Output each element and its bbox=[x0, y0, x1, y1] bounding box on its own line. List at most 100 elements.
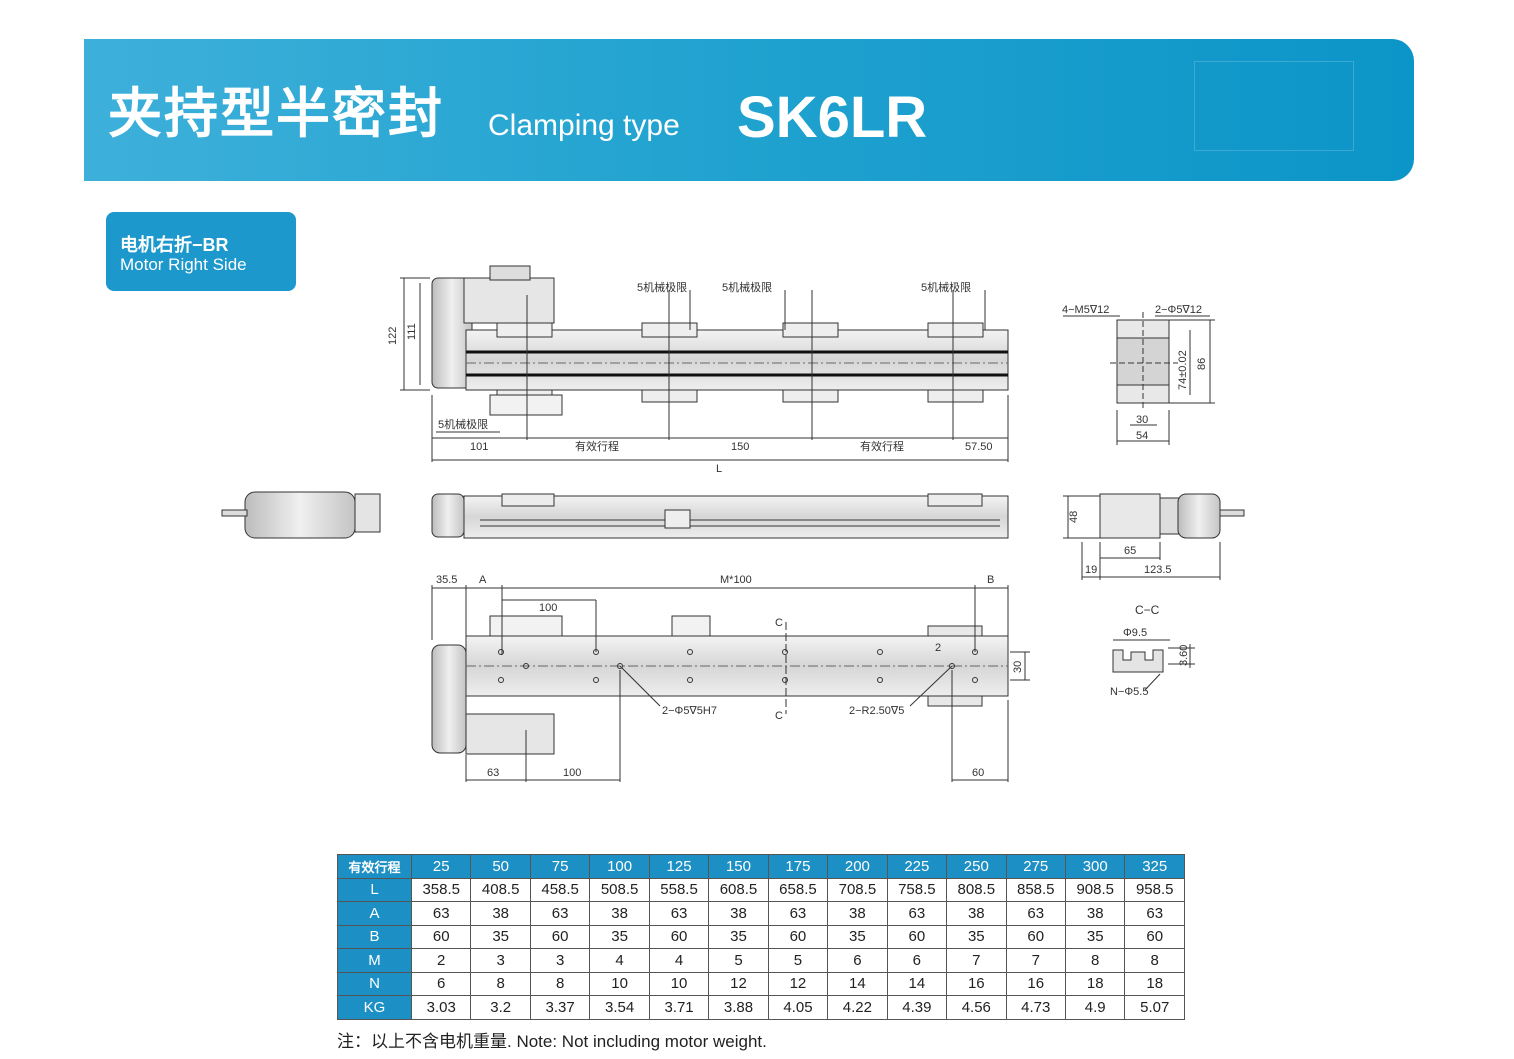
table-cell: 38 bbox=[1064, 901, 1126, 926]
table-cell: 4.39 bbox=[886, 995, 948, 1020]
table-cell: 8 bbox=[1124, 948, 1185, 973]
section-c-c bbox=[1112, 639, 1195, 691]
table-cell: 35 bbox=[1064, 924, 1126, 949]
dim-2: 2 bbox=[935, 642, 941, 654]
table-header-cell: 200 bbox=[827, 854, 888, 879]
table-cell: 5 bbox=[708, 948, 769, 973]
table-cell: 63 bbox=[1124, 901, 1185, 926]
footnote: 注：以上不含电机重量. Note: Not including motor we… bbox=[337, 1032, 767, 1051]
table-cell: 63 bbox=[529, 901, 591, 926]
side-view bbox=[221, 491, 1009, 539]
section-title: C−C bbox=[1135, 603, 1160, 617]
dim-54: 54 bbox=[1136, 430, 1148, 442]
table-cell: 60 bbox=[648, 924, 710, 949]
table-cell: 35 bbox=[708, 924, 769, 949]
label-hole-1: 2−Φ5∇5H7 bbox=[662, 705, 717, 717]
motor-end-view bbox=[1063, 493, 1245, 580]
table-cell: 4.73 bbox=[1005, 995, 1066, 1020]
table-cell: 18 bbox=[1124, 971, 1185, 996]
table-cell: 408.5 bbox=[470, 877, 531, 902]
table-cell: 35 bbox=[946, 924, 1007, 949]
dim-101: 101 bbox=[470, 441, 488, 453]
label-side-holes-2: 2−Φ5∇12 bbox=[1155, 304, 1202, 316]
table-cell: 3 bbox=[470, 948, 531, 973]
table-cell: 3.37 bbox=[529, 995, 591, 1020]
table-cell: 4 bbox=[648, 948, 710, 973]
table-cell: 4.9 bbox=[1064, 995, 1126, 1020]
dim-360: 3.60 bbox=[1178, 645, 1190, 666]
table-cell: 8 bbox=[529, 971, 591, 996]
row-label: M bbox=[337, 948, 412, 973]
label-n-holes: N−Φ5.5 bbox=[1110, 686, 1148, 698]
dim-65: 65 bbox=[1124, 545, 1136, 557]
table-header-cell: 150 bbox=[708, 854, 769, 879]
table-cell: 3.2 bbox=[470, 995, 531, 1020]
table-header-cell: 325 bbox=[1124, 854, 1185, 879]
dim-stroke-1: 有效行程 bbox=[575, 439, 619, 453]
table-cell: 3.54 bbox=[589, 995, 650, 1020]
table-cell: 12 bbox=[708, 971, 769, 996]
table-cell: 18 bbox=[1064, 971, 1126, 996]
table-cell: 63 bbox=[410, 901, 472, 926]
dim-111: 111 bbox=[406, 323, 418, 340]
dim-86: 86 bbox=[1196, 358, 1208, 370]
table-cell: 60 bbox=[886, 924, 948, 949]
table-cell: 6 bbox=[827, 948, 888, 973]
table-cell: 60 bbox=[529, 924, 591, 949]
table-cell: 3.03 bbox=[410, 995, 472, 1020]
table-cell: 5 bbox=[767, 948, 829, 973]
table-cell: 508.5 bbox=[589, 877, 650, 902]
table-cell: 958.5 bbox=[1124, 877, 1185, 902]
table-cell: 7 bbox=[946, 948, 1007, 973]
dim-60: 60 bbox=[972, 767, 984, 779]
table-corner: 有效行程 bbox=[337, 854, 412, 879]
table-cell: 35 bbox=[589, 924, 650, 949]
table-cell: 608.5 bbox=[708, 877, 769, 902]
label-side-holes-1: 4−M5∇12 bbox=[1062, 304, 1109, 316]
dim-122: 122 bbox=[387, 327, 399, 345]
table-cell: 63 bbox=[767, 901, 829, 926]
row-label: A bbox=[337, 901, 412, 926]
table-cell: 35 bbox=[827, 924, 888, 949]
title-en: Clamping type bbox=[488, 109, 680, 142]
dim-100-top: 100 bbox=[539, 602, 557, 614]
table-cell: 3.88 bbox=[708, 995, 769, 1020]
table-cell: 60 bbox=[1124, 924, 1185, 949]
motor-side-badge: 电机右折−BR Motor Right Side bbox=[106, 212, 296, 291]
end-view bbox=[1063, 312, 1215, 445]
table-cell: 16 bbox=[1005, 971, 1066, 996]
label-limit-4: 5机械极限 bbox=[438, 417, 488, 431]
row-label: KG bbox=[337, 995, 412, 1020]
table-cell: 10 bbox=[648, 971, 710, 996]
table-cell: 16 bbox=[946, 971, 1007, 996]
table-cell: 4 bbox=[589, 948, 650, 973]
table-cell: 708.5 bbox=[827, 877, 888, 902]
table-cell: 8 bbox=[470, 971, 531, 996]
table-cell: 14 bbox=[886, 971, 948, 996]
dim-B: B bbox=[987, 574, 994, 586]
dim-stroke-2: 有效行程 bbox=[860, 439, 904, 453]
table-cell: 12 bbox=[767, 971, 829, 996]
table-header-cell: 100 bbox=[589, 854, 650, 879]
dim-100-bottom: 100 bbox=[563, 767, 581, 779]
table-cell: 2 bbox=[410, 948, 472, 973]
label-limit-2: 5机械极限 bbox=[722, 280, 772, 294]
dim-1235: 123.5 bbox=[1144, 564, 1172, 576]
section-mark-c-top: C bbox=[775, 617, 783, 629]
table-cell: 60 bbox=[1005, 924, 1066, 949]
dim-30: 30 bbox=[1136, 414, 1148, 426]
dim-30-bottom: 30 bbox=[1012, 661, 1024, 673]
dim-48: 48 bbox=[1068, 511, 1080, 523]
dim-74: 74±0.02 bbox=[1177, 350, 1189, 390]
table-cell: 38 bbox=[827, 901, 888, 926]
title-banner: 夹持型半密封 Clamping type SK6LR bbox=[84, 39, 1414, 181]
table-header-cell: 300 bbox=[1064, 854, 1126, 879]
technical-drawing: 5机械极限 5机械极限 5机械极限 5机械极限 122 111 101 有效行程… bbox=[221, 265, 1245, 782]
table-cell: 60 bbox=[410, 924, 472, 949]
table-cell: 38 bbox=[946, 901, 1007, 926]
dim-19: 19 bbox=[1085, 564, 1097, 576]
dim-A: A bbox=[479, 574, 487, 586]
table-header-cell: 50 bbox=[470, 854, 531, 879]
